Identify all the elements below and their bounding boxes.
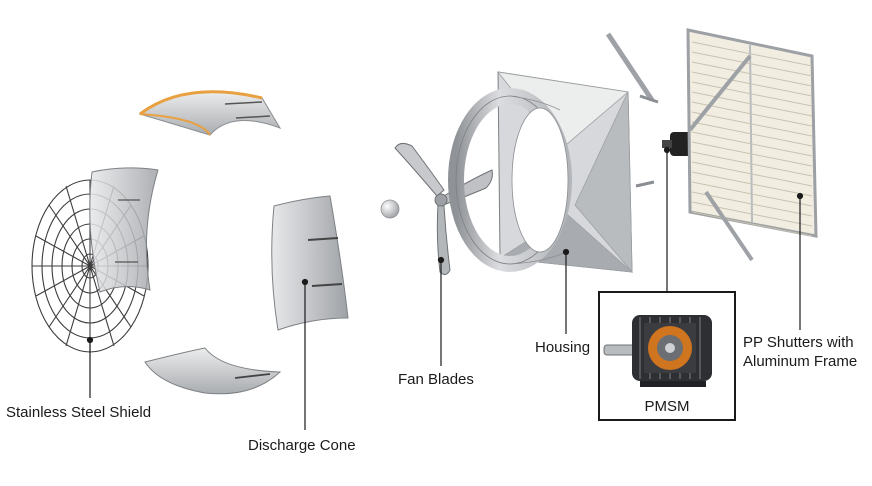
pmsm-label: PMSM [645,398,690,415]
label-housing: Housing [535,339,591,356]
shutter-slat [691,51,813,77]
pmsm-motor-small [662,132,692,156]
hub-nose-cone [380,199,400,219]
leader-lines [86,146,804,430]
shutter-slat [691,171,813,197]
shutter-slat [691,191,813,217]
shutter-slat [691,131,813,157]
shutter-slat [691,211,813,237]
discharge-cone-top-panel [138,90,282,136]
pmsm-inset-box: PMSM [598,291,736,421]
fan-blades [394,142,493,276]
shutter-slat [691,91,813,117]
pp-shutters-frame [686,28,818,262]
label-pp-shutters-line1: PP Shutters with [743,334,854,351]
label-pp-shutters-line2: Aluminum Frame [743,353,858,370]
shutter-slat [691,161,813,187]
shutter-slat [691,121,813,147]
shutter-slat [691,61,813,87]
discharge-cone-side-panel [271,195,349,331]
shutter-slat [691,181,813,207]
shutter-slat [691,41,813,67]
label-fan-blades: Fan Blades [398,371,474,388]
discharge-cone-bottom-panel [144,347,282,395]
shutter-slat [691,71,813,97]
label-discharge-cone: Discharge Cone [248,437,356,454]
label-stainless-steel-shield: Stainless Steel Shield [6,404,152,421]
shutter-slat [691,201,813,227]
shield-side-panel [89,167,159,293]
housing [448,32,659,274]
shutter-slat [691,111,813,137]
shutter-slat [691,141,813,167]
shutter-slat [691,151,813,177]
shutter-slat [691,81,813,107]
pmsm-motor-illustration: PMSM [603,315,712,415]
